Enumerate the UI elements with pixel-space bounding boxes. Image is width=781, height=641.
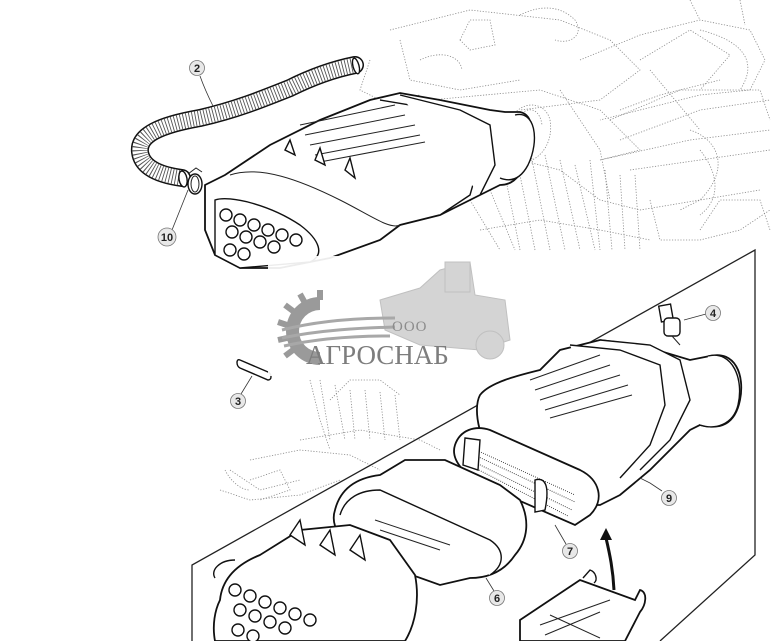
field-swoosh [281,316,396,348]
inset-frame [191,248,756,641]
direction-arrow [604,537,616,591]
cover-assembly [212,518,418,641]
callout-2: 2 [189,60,214,107]
watermark-prefix: ООО [392,319,428,335]
watermark-name: АГРОСНАБ [306,340,449,370]
corrugated-hose [130,56,364,188]
callout-label: 10 [161,232,173,244]
pin-3 [236,358,272,381]
callout-label: 4 [710,308,717,320]
callout-label: 9 [666,493,672,505]
hose-clamp [187,167,203,195]
gear-icon [277,290,323,365]
restriction-indicator-4 [657,303,681,346]
callout-10: 10 [157,189,189,247]
callout-label: 3 [235,396,241,408]
callout-label: 6 [494,593,500,605]
callout-4: 4 [683,305,721,321]
callout-label: 7 [567,546,573,558]
exploded-view [212,303,743,641]
engine-background-ghost [219,0,771,501]
precleaner-tubes [219,208,303,261]
callout-6: 6 [485,577,505,606]
harvester-icon [379,261,511,360]
callout-label: 2 [194,63,200,75]
watermark-logo: ООО АГРОСНАБ [268,256,514,376]
secondary-filter-7 [453,427,600,527]
callout-7: 7 [554,524,578,559]
dust-valve-bracket [519,569,647,641]
installed-air-cleaner [130,56,536,269]
callout-9: 9 [639,477,677,506]
callout-3: 3 [230,375,253,409]
